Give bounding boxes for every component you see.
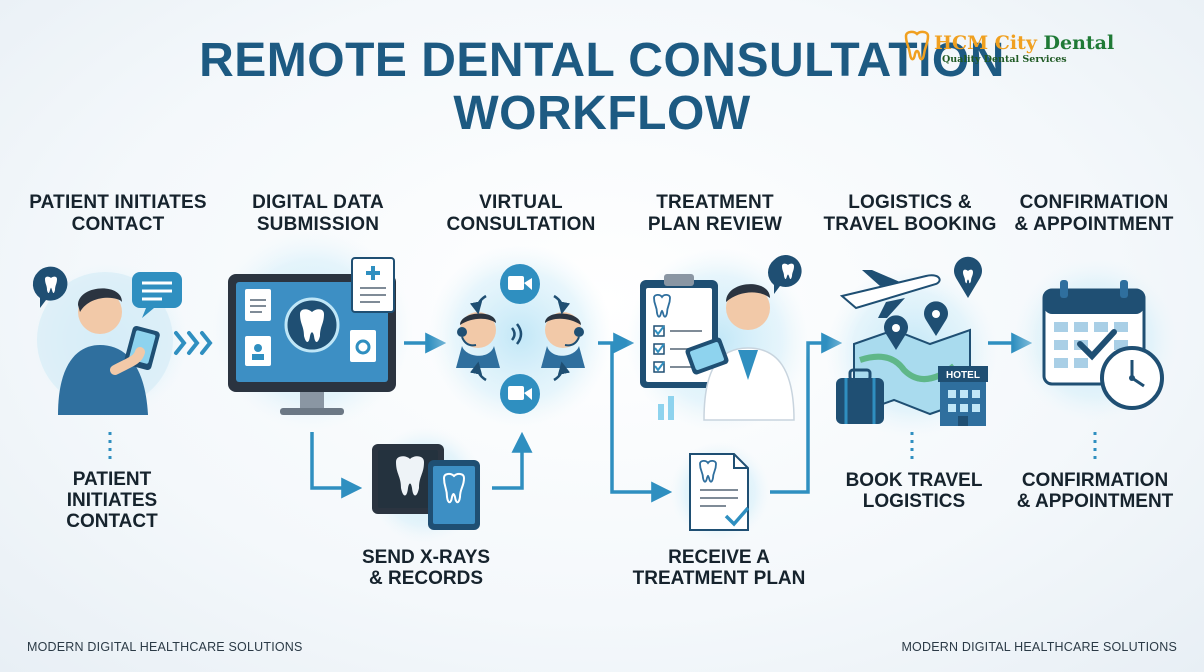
heading-line: SUBMISSION (256, 214, 380, 235)
footer-right: MODERN DIGITAL HEALTHCARE SOLUTIONS (901, 640, 1177, 654)
doctor-illustration (626, 248, 810, 432)
step-sublabel-confirmation: CONFIRMATION& APPOINTMENT (995, 470, 1195, 512)
sublabel-line: PATIENT (72, 469, 152, 490)
sublabel-line: & APPOINTMENT (1016, 491, 1174, 512)
heading-line: CONSULTATION (446, 214, 596, 235)
sublabel-line: CONTACT (66, 511, 158, 532)
logo-tagline: Quality Dental Services (942, 54, 1067, 65)
step-sublabel-submission: SEND X-RAYS& RECORDS (326, 547, 526, 589)
patient-illustration (32, 262, 188, 462)
flow-arrow-branch (770, 332, 843, 494)
sublabel-line: CONFIRMATION (1021, 470, 1169, 491)
logo-name-city: HCM City (934, 32, 1037, 54)
page-title-line2: WORKFLOW (453, 87, 751, 140)
sublabel-line: TREATMENT PLAN (632, 568, 806, 589)
travel-illustration (826, 256, 998, 462)
heading-line: & APPOINTMENT (1014, 214, 1174, 235)
heading-line: VIRTUAL (479, 192, 563, 213)
heading-line: DIGITAL DATA (252, 192, 384, 213)
sublabel-line: SEND X-RAYS (361, 547, 491, 568)
step-heading-confirmation: CONFIRMATION& APPOINTMENT (999, 192, 1189, 236)
brand-logo: HCM City Dental Quality Dental Services (902, 30, 1114, 70)
tooth-icon (904, 30, 930, 61)
sublabel-line: LOGISTICS (862, 491, 966, 512)
flow-arrow-branch (310, 432, 363, 499)
sublabel-line: INITIATES (66, 490, 158, 511)
monitor-illustration (212, 230, 412, 430)
sublabel-line: RECEIVE A (668, 547, 770, 568)
sublabel-line: BOOK TRAVEL (845, 470, 983, 491)
heading-line: TREATMENT (656, 192, 774, 213)
heading-line: LOGISTICS & (848, 192, 972, 213)
sublabel-line: & RECORDS (368, 568, 483, 589)
heading-line: CONTACT (71, 214, 165, 235)
treatment-plan-document (670, 442, 770, 542)
heading-line: TRAVEL BOOKING (823, 214, 997, 235)
footer-left: MODERN DIGITAL HEALTHCARE SOLUTIONS (27, 640, 303, 654)
heading-line: PLAN REVIEW (647, 214, 783, 235)
logo-name: HCM City Dental (934, 32, 1114, 54)
step-heading-logistics: LOGISTICS &TRAVEL BOOKING (815, 192, 1005, 236)
heading-line: PATIENT INITIATES (29, 192, 207, 213)
flow-arrow-branch (492, 431, 533, 490)
logo-name-dental: Dental (1043, 32, 1115, 54)
xray-tablet-illustration (367, 427, 483, 543)
calendar-clock-illustration (1013, 258, 1177, 462)
flow-arrow-branch (610, 343, 673, 503)
page-title-line1: REMOTE DENTAL CONSULTATION (199, 34, 1005, 87)
heading-line: CONFIRMATION (1019, 192, 1169, 213)
video-consultation-illustration (428, 244, 612, 428)
hotel-sign: HOTEL (946, 370, 980, 381)
flow-chevrons (174, 331, 213, 355)
